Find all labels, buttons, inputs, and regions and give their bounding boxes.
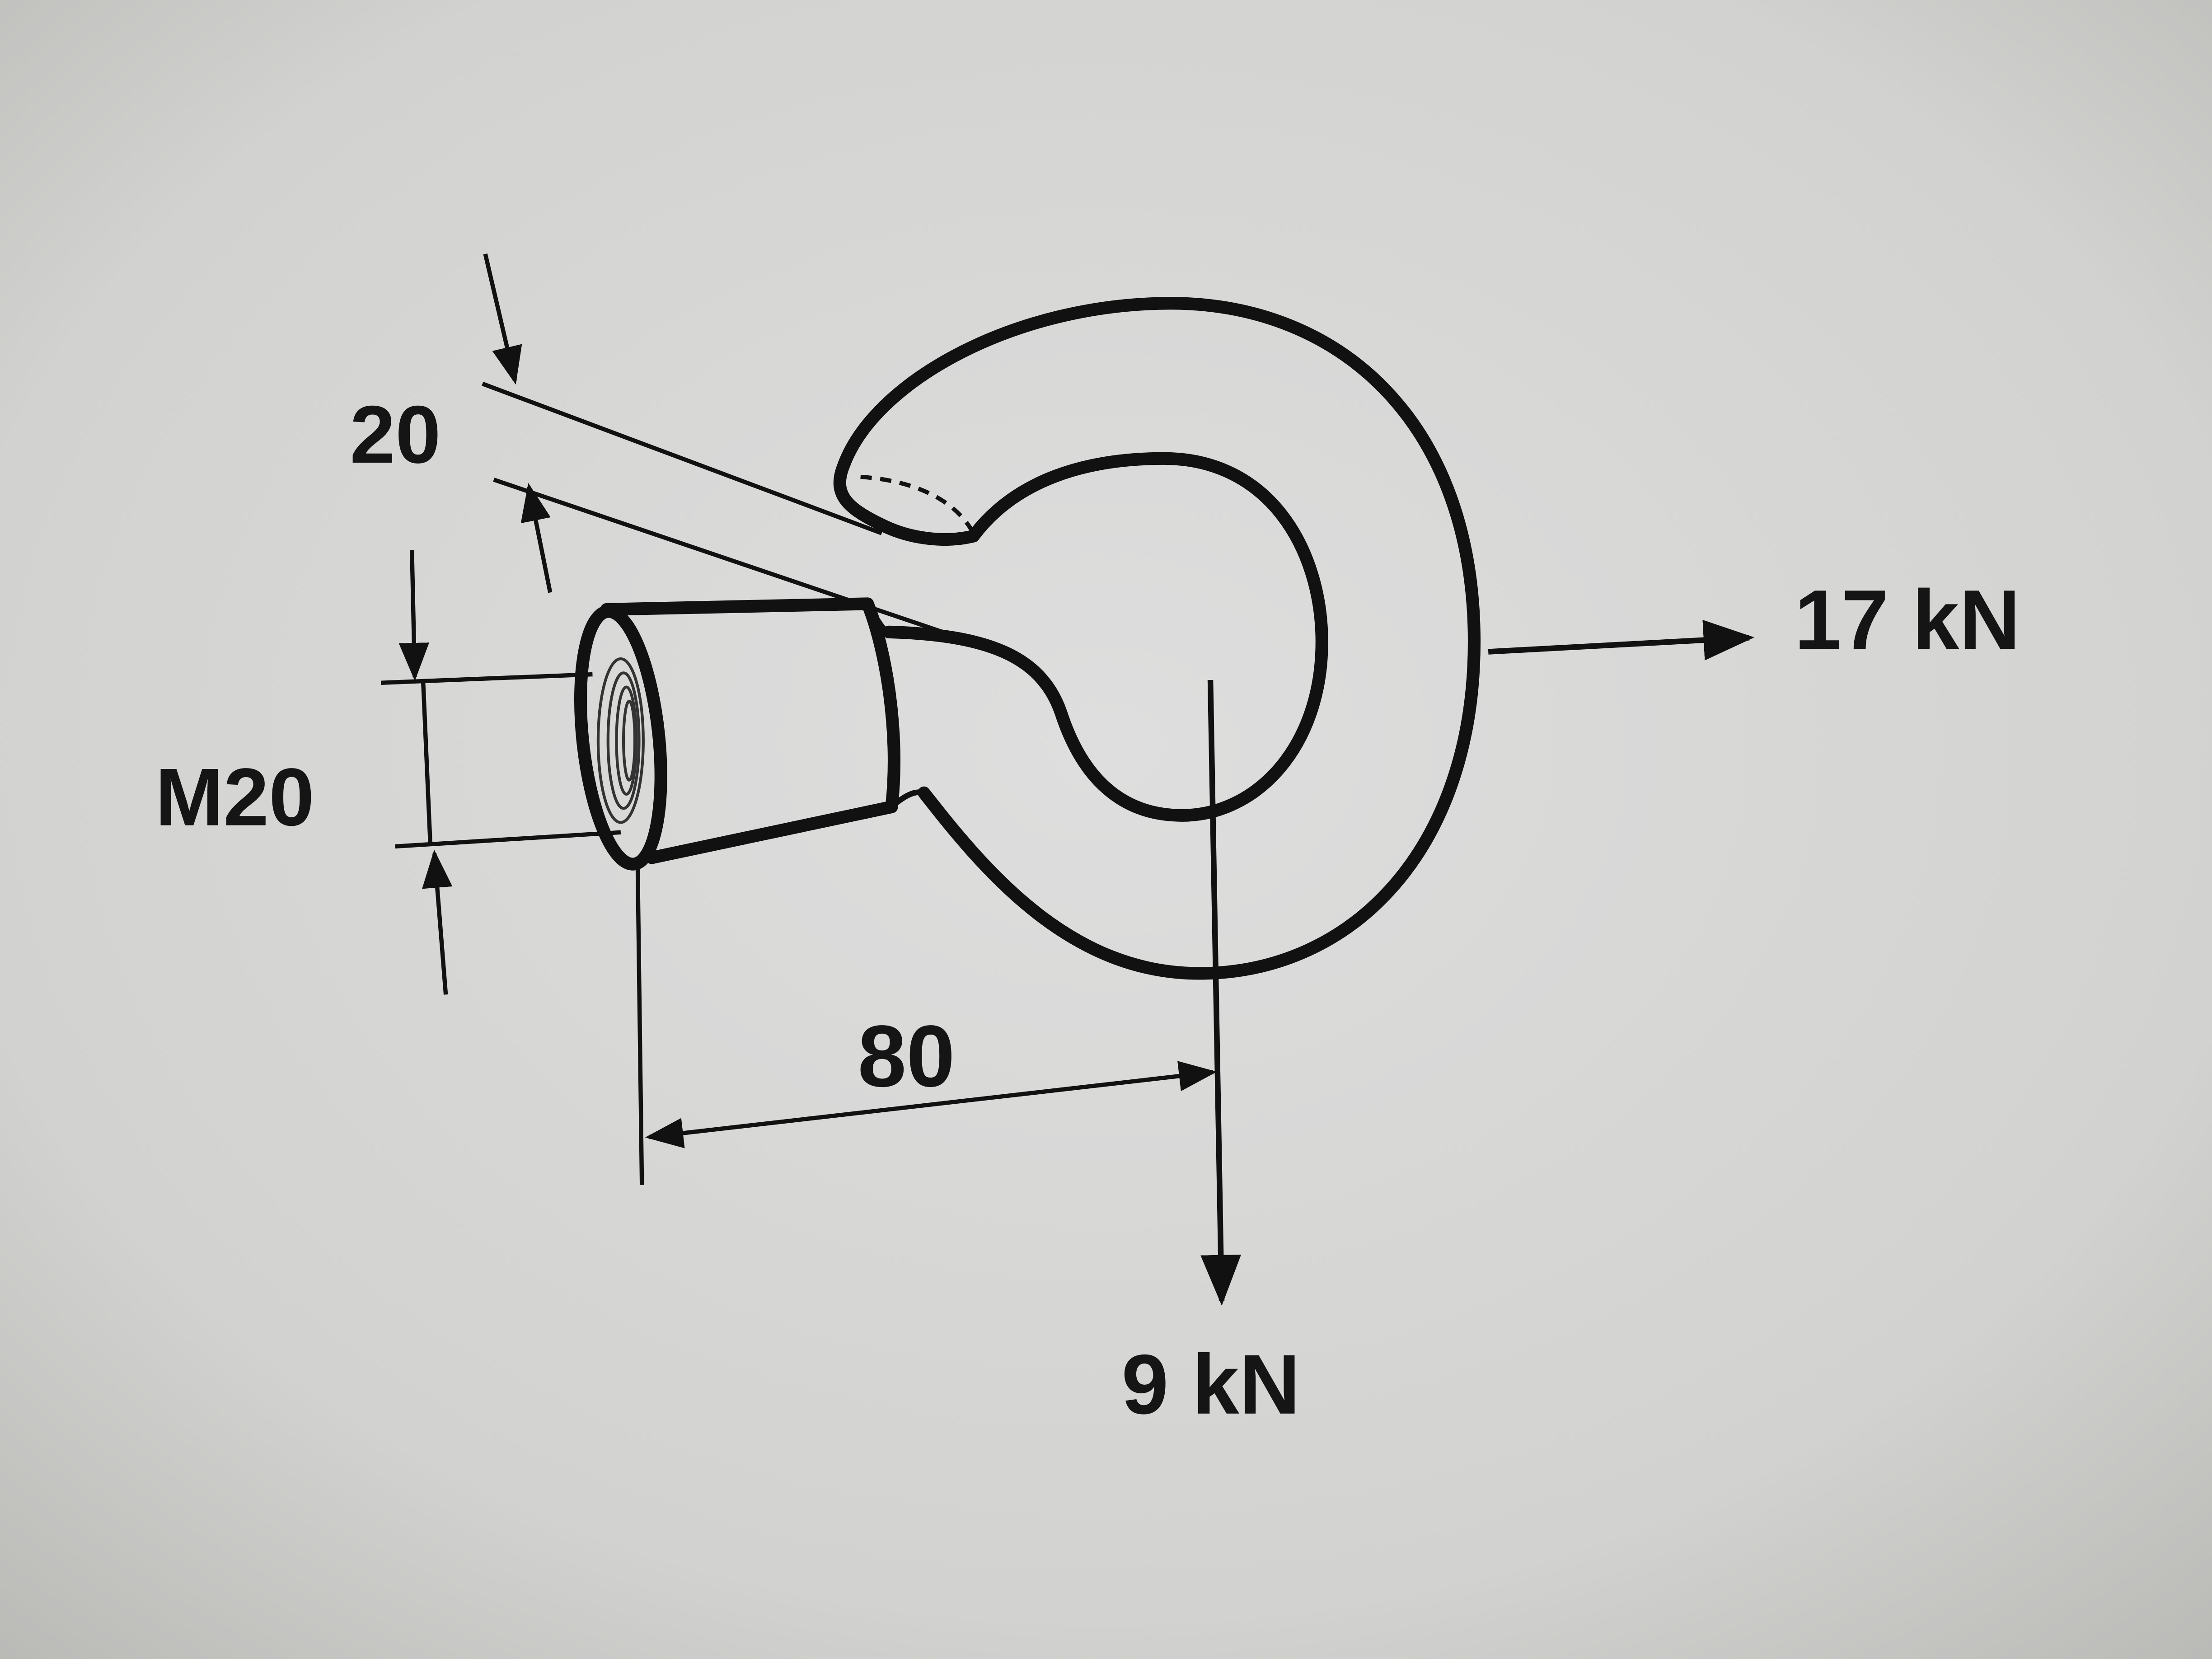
dimension-m20-label: M20 — [155, 752, 314, 843]
dimension-m20: M20 — [155, 550, 621, 995]
dimension-80: 80 — [635, 863, 1217, 1185]
hook-outer-contour — [833, 297, 1481, 980]
threaded-end — [574, 605, 667, 871]
hook — [574, 297, 1481, 980]
hook-inner-contour — [882, 452, 1328, 822]
dimension-20: 20 — [350, 253, 960, 640]
force-vertical-label: 9 kN — [1121, 1337, 1300, 1432]
force-vertical: 9 kN — [1121, 680, 1300, 1432]
force-horizontal-label: 17 kN — [1795, 572, 2020, 667]
hook-tip-hidden-edge — [860, 474, 975, 534]
force-horizontal: 17 kN — [1488, 572, 2020, 667]
dimension-20-label: 20 — [350, 389, 441, 480]
dimension-80-label: 80 — [858, 1008, 955, 1105]
shank — [600, 597, 900, 864]
thread-icon — [596, 657, 645, 824]
